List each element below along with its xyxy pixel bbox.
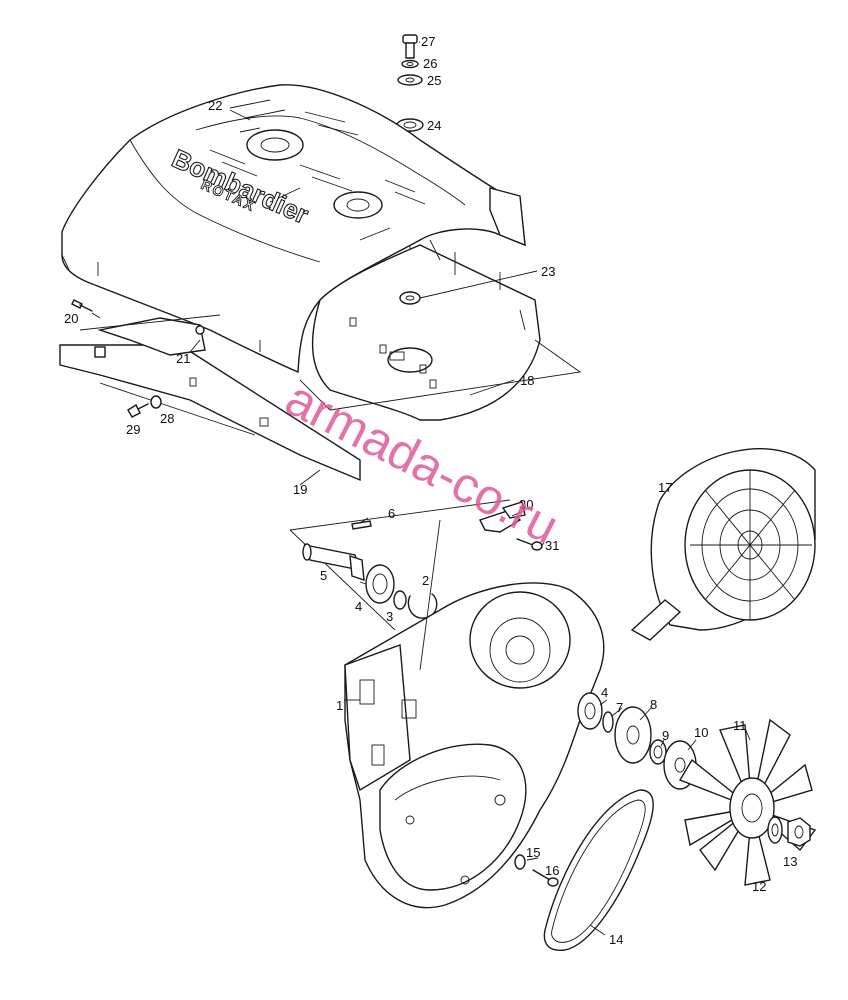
callout-25: 25	[427, 73, 441, 88]
callout-1: 1	[336, 698, 343, 713]
callout-8: 8	[650, 697, 657, 712]
callout-23: 23	[541, 264, 555, 279]
bearing-4-left	[359, 564, 395, 604]
leader-lines	[91, 41, 751, 936]
washer-25	[397, 74, 423, 86]
callout-28: 28	[160, 411, 174, 426]
callout-4-left: 4	[355, 599, 362, 614]
callout-16: 16	[545, 863, 559, 878]
washer-28	[150, 395, 162, 409]
callout-9: 9	[662, 728, 669, 743]
callout-6: 6	[388, 506, 395, 521]
callout-20: 20	[64, 311, 78, 326]
callout-3: 3	[386, 609, 393, 624]
lower-cover-18	[311, 239, 541, 421]
callout-26: 26	[423, 56, 437, 71]
spacer-7	[602, 711, 614, 733]
callout-10: 10	[694, 725, 708, 740]
callout-5: 5	[320, 568, 327, 583]
washer-15	[514, 854, 526, 870]
callout-29: 29	[126, 422, 140, 437]
callout-19: 19	[293, 482, 307, 497]
callout-27: 27	[421, 34, 435, 49]
callouts: 27 26 25 24 22 23 18 20 21 28 29 19 6 30…	[64, 34, 797, 947]
belt-14	[543, 789, 654, 952]
callout-30: 30	[519, 497, 533, 512]
callout-12: 12	[752, 879, 766, 894]
callout-21: 21	[176, 351, 190, 366]
washer-26	[401, 59, 419, 69]
housing-1	[344, 582, 605, 909]
callout-2: 2	[422, 573, 429, 588]
callout-24: 24	[427, 118, 441, 133]
bracket-19	[59, 344, 361, 482]
screw-20	[71, 299, 93, 312]
callout-13: 13	[783, 854, 797, 869]
screw-29	[127, 403, 149, 418]
callout-17: 17	[658, 480, 672, 495]
pulley-half-8	[614, 706, 652, 764]
callout-14: 14	[609, 932, 623, 947]
callout-15: 15	[526, 845, 540, 860]
fan-guard-17	[630, 448, 816, 641]
key-6	[351, 520, 372, 530]
snap-ring-3	[393, 590, 407, 610]
bearing-4-right	[577, 692, 603, 730]
screw-31	[516, 538, 543, 551]
nut-13	[787, 817, 811, 847]
bracket-21	[97, 317, 206, 356]
callout-7: 7	[616, 700, 623, 715]
upper-cover-22: Bombardier ROTAX	[61, 84, 526, 374]
shaft-5	[302, 543, 365, 582]
callout-11: 11	[733, 718, 747, 733]
screw-16	[532, 869, 559, 887]
washer-12	[767, 816, 783, 844]
callout-4-right: 4	[601, 685, 608, 700]
clip-30	[479, 501, 526, 533]
callout-31: 31	[545, 538, 559, 553]
bolt-27	[402, 34, 418, 59]
callout-18: 18	[520, 373, 534, 388]
callout-22: 22	[208, 98, 222, 113]
